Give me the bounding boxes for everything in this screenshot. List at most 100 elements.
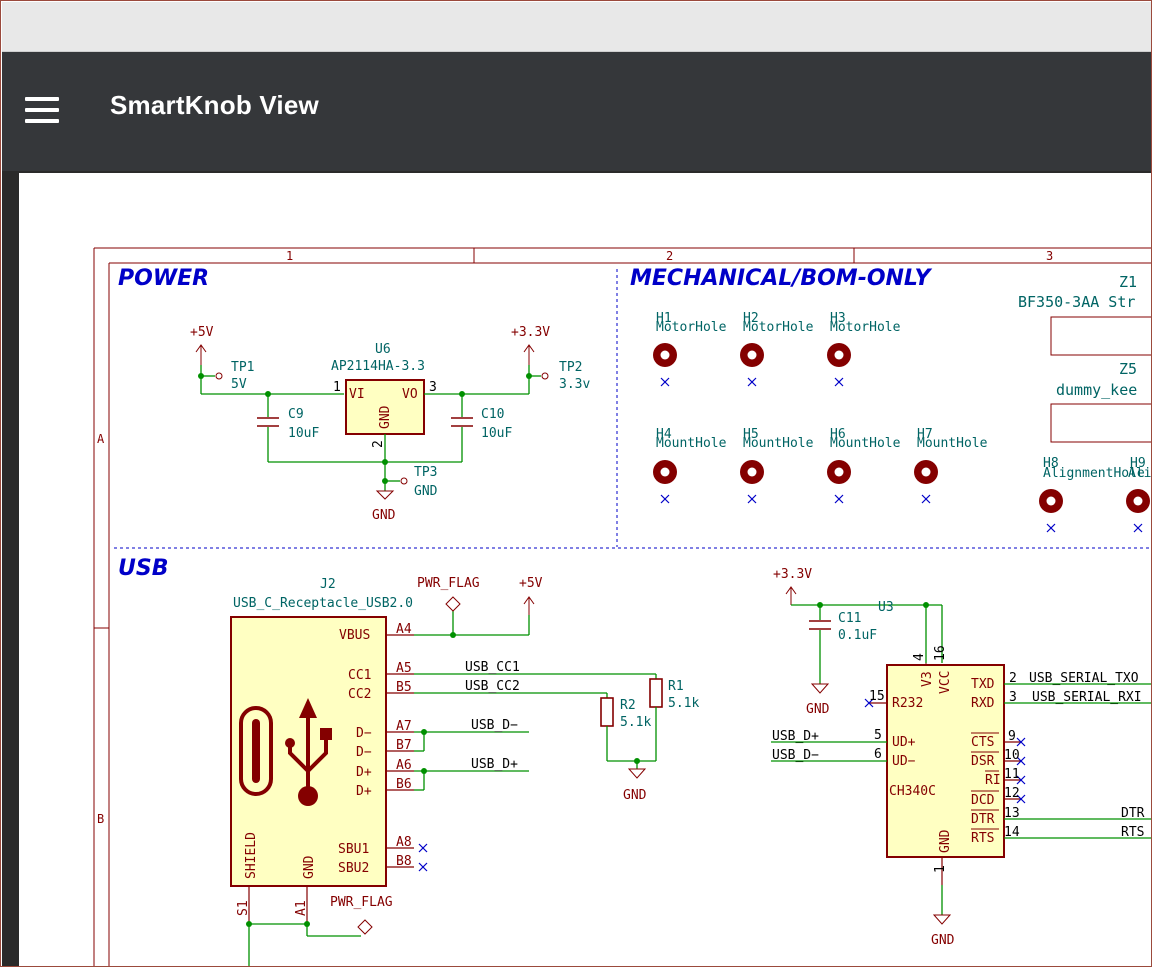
u3-pin14: 14: [1004, 825, 1020, 840]
ground-symbol-icon: [627, 768, 647, 779]
net-serial-rxi: USB_SERIAL_RXI: [1032, 690, 1142, 705]
net-ud-plus: USB_D+: [772, 729, 819, 744]
net-usb-cc2: USB_CC2: [465, 679, 520, 694]
j2-pin-dm1: D−: [356, 726, 372, 741]
section-title-usb: USB: [118, 556, 168, 581]
hamburger-menu-icon[interactable]: [25, 95, 61, 125]
r1-ref: R1: [668, 679, 684, 694]
u6-pin2: 2: [371, 440, 386, 448]
c10-value: 10uF: [481, 426, 512, 441]
ground-symbol-icon: [932, 914, 952, 925]
j2-pin-b8: B8: [396, 854, 412, 869]
component-z5: [1050, 403, 1151, 443]
label-plus33v: +3.3V: [511, 325, 550, 340]
tp1-ref: TP1: [231, 360, 254, 375]
u3-pin-v3: V3: [920, 671, 935, 687]
usb-logo-icon: [285, 698, 332, 806]
j2-pin-gnd: GND: [302, 855, 317, 879]
resistor-r2: [600, 697, 614, 727]
j2-pin-a8: A8: [396, 835, 412, 850]
u3-pin15: 15: [869, 689, 885, 704]
testpoint-tp2: [541, 372, 549, 380]
j2-pin-dp1: D+: [356, 765, 372, 780]
j2-pin-b5: B5: [396, 680, 412, 695]
u3-pin-udm: UD−: [892, 754, 916, 769]
r2-ref: R2: [620, 698, 636, 713]
regulator-u6: [345, 379, 425, 435]
tp3-value: GND: [414, 484, 438, 499]
pwr-flag-icon: [445, 596, 461, 612]
browser-toolbar: [2, 2, 1151, 52]
tp2-value: 3.3v: [559, 377, 590, 392]
u3-pin12: 12: [1004, 786, 1020, 801]
schematic-viewer[interactable]: .b { stroke:#840000; fill:none; stroke-w…: [2, 171, 1152, 966]
label-gnd-power: GND: [372, 508, 396, 523]
mount-hole-value: MountHole: [656, 436, 727, 451]
u6-ref: U6: [375, 342, 391, 357]
j2-pin-sbu2: SBU2: [338, 861, 369, 876]
app-title: SmartKnob View: [110, 90, 319, 120]
u6-value: AP2114HA-3.3: [331, 359, 425, 374]
u3-pin-r232: R232: [892, 696, 923, 711]
section-title-mechanical: MECHANICAL/BOM-ONLY: [630, 266, 933, 291]
c9-ref: C9: [288, 407, 304, 422]
pwr-flag-icon: [357, 919, 373, 935]
tp2-ref: TP2: [559, 360, 582, 375]
j2-pin-cc2: CC2: [348, 687, 371, 702]
ground-symbol-icon: [375, 490, 395, 500]
u3-pin1: 1: [933, 865, 948, 873]
app-bar: SmartKnob View: [2, 52, 1151, 171]
motor-hole-value: MotorHole: [830, 320, 901, 335]
motor-hole-ref: H1: [656, 311, 672, 326]
mount-hole-ref: H6: [830, 427, 846, 442]
label-gnd-cc: GND: [623, 788, 647, 803]
u3-pin-cts: CTS: [971, 735, 994, 750]
net-ud-minus: USB_D−: [772, 748, 819, 763]
u3-pin9: 9: [1008, 729, 1016, 744]
ground-symbol-icon: [810, 683, 830, 694]
schematic-sheet[interactable]: .b { stroke:#840000; fill:none; stroke-w…: [19, 173, 1152, 966]
border-col-3: 3: [1046, 249, 1053, 263]
sheet-border: 1 2 3 A B: [93, 247, 1151, 966]
r1-value: 5.1k: [668, 696, 699, 711]
net-usb-dp: USB_D+: [471, 757, 518, 772]
u3-pin-dcd: DCD: [971, 793, 995, 808]
testpoint-tp3: [400, 477, 408, 485]
tp3-ref: TP3: [414, 465, 437, 480]
mount-hole-ref: H5: [743, 427, 759, 442]
u3-pin-dtr: DTR: [971, 812, 995, 827]
label-gnd-c11: GND: [806, 702, 830, 717]
h8-ref: H8: [1043, 456, 1059, 471]
border-col-2: 2: [666, 249, 673, 263]
label-plus5v-usb: +5V: [519, 576, 543, 591]
c11-ref: C11: [838, 611, 861, 626]
border-row-a: A: [97, 432, 105, 446]
r2-value: 5.1k: [620, 715, 651, 730]
j2-pin-dm2: D−: [356, 745, 372, 760]
net-usb-dm: USB_D−: [471, 718, 518, 733]
j2-pin-a5: A5: [396, 661, 412, 676]
j2-value: USB_C_Receptacle_USB2.0: [233, 596, 413, 611]
j2-pin-sbu1: SBU1: [338, 842, 369, 857]
u3-pin5: 5: [874, 728, 882, 743]
power-arrow-icon: [785, 586, 797, 605]
h9-ref: H9: [1130, 456, 1146, 471]
power-arrow-icon: [523, 344, 535, 365]
label-plus5v: +5V: [190, 325, 214, 340]
z5-value: dummy_kee: [1056, 381, 1137, 399]
j2-pin-b6: B6: [396, 777, 412, 792]
mount-hole-value: MountHole: [830, 436, 901, 451]
h9-value: Alig: [1128, 466, 1152, 481]
net-dtr: DTR: [1121, 806, 1145, 821]
u3-pin2: 2: [1009, 671, 1017, 686]
pwr-flag-label-top: PWR_FLAG: [417, 576, 480, 591]
c11-value: 0.1uF: [838, 628, 877, 643]
u6-pin-vo: VO: [402, 387, 418, 402]
u3-pin3: 3: [1009, 690, 1017, 705]
j2-ref: J2: [320, 577, 336, 592]
power-block: +5V TP1 5V C9 10: [190, 325, 590, 523]
j2-pin-shield: SHIELD: [244, 832, 259, 879]
net-usb-cc1: USB_CC1: [465, 660, 520, 675]
u3-pin16: 16: [933, 645, 948, 661]
